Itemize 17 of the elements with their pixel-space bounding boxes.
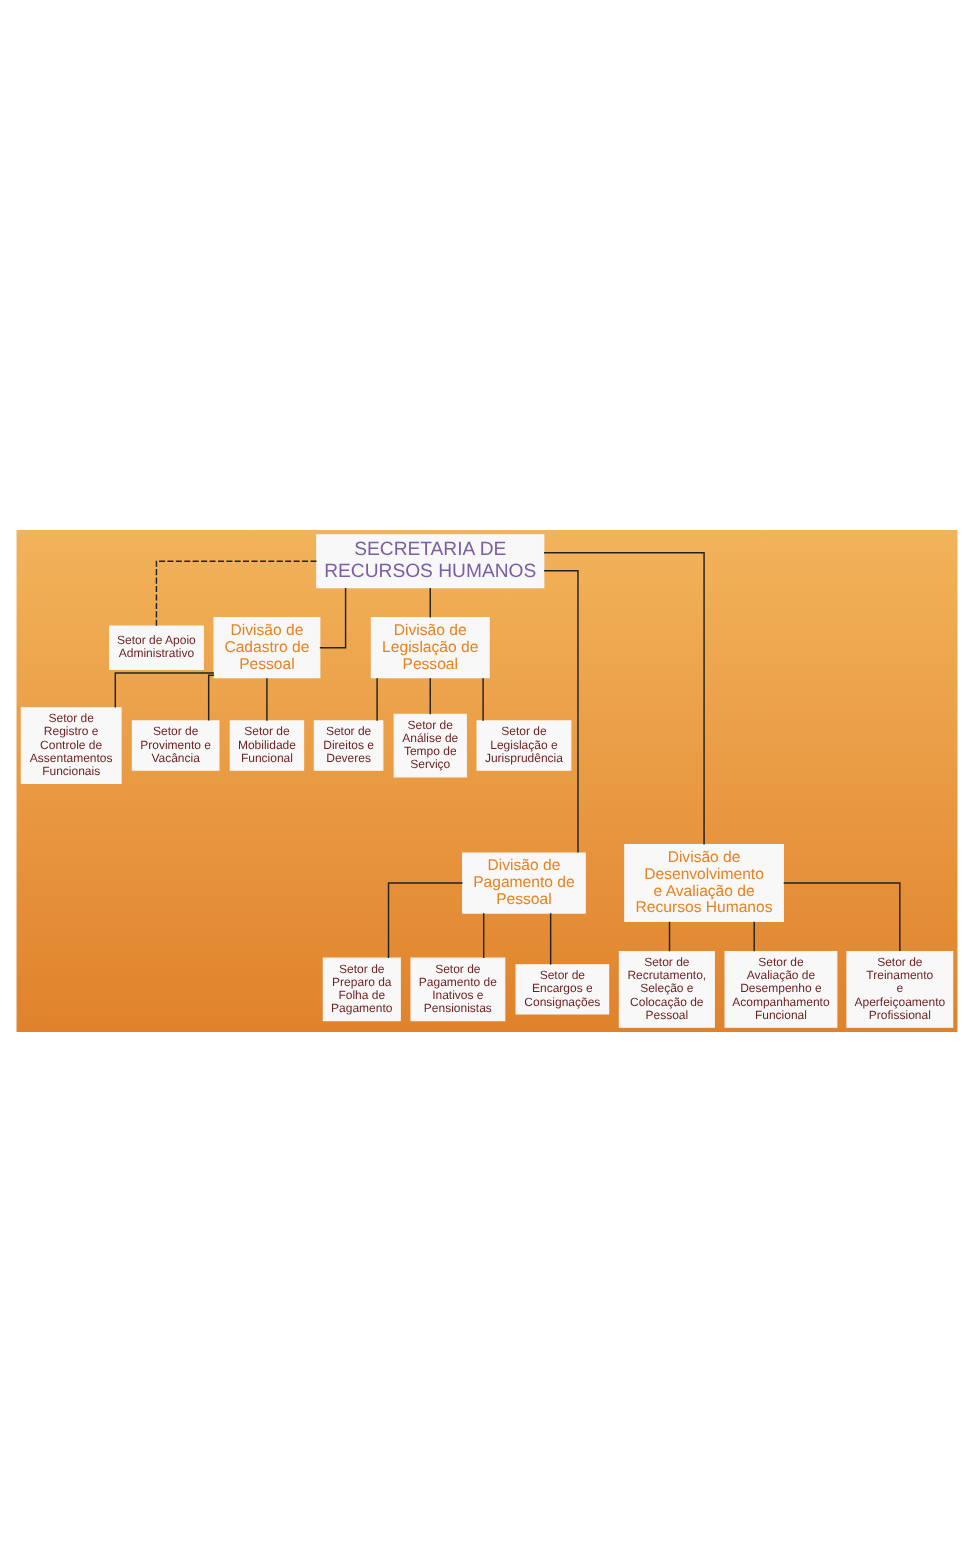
connector [753, 921, 755, 952]
connector [482, 912, 485, 959]
connector [387, 882, 464, 959]
connector [207, 674, 215, 722]
connector [543, 570, 579, 854]
connector [114, 672, 215, 709]
connector [668, 921, 671, 952]
connector [376, 677, 378, 722]
node-box: SECRETARIA DE RECURSOS HUMANOS [316, 534, 545, 589]
connector [266, 677, 268, 722]
connector [543, 552, 705, 846]
connector [429, 587, 431, 619]
connector [155, 560, 318, 627]
connector [429, 677, 431, 715]
connector [783, 882, 901, 952]
connector [549, 912, 552, 966]
connector [482, 677, 484, 722]
